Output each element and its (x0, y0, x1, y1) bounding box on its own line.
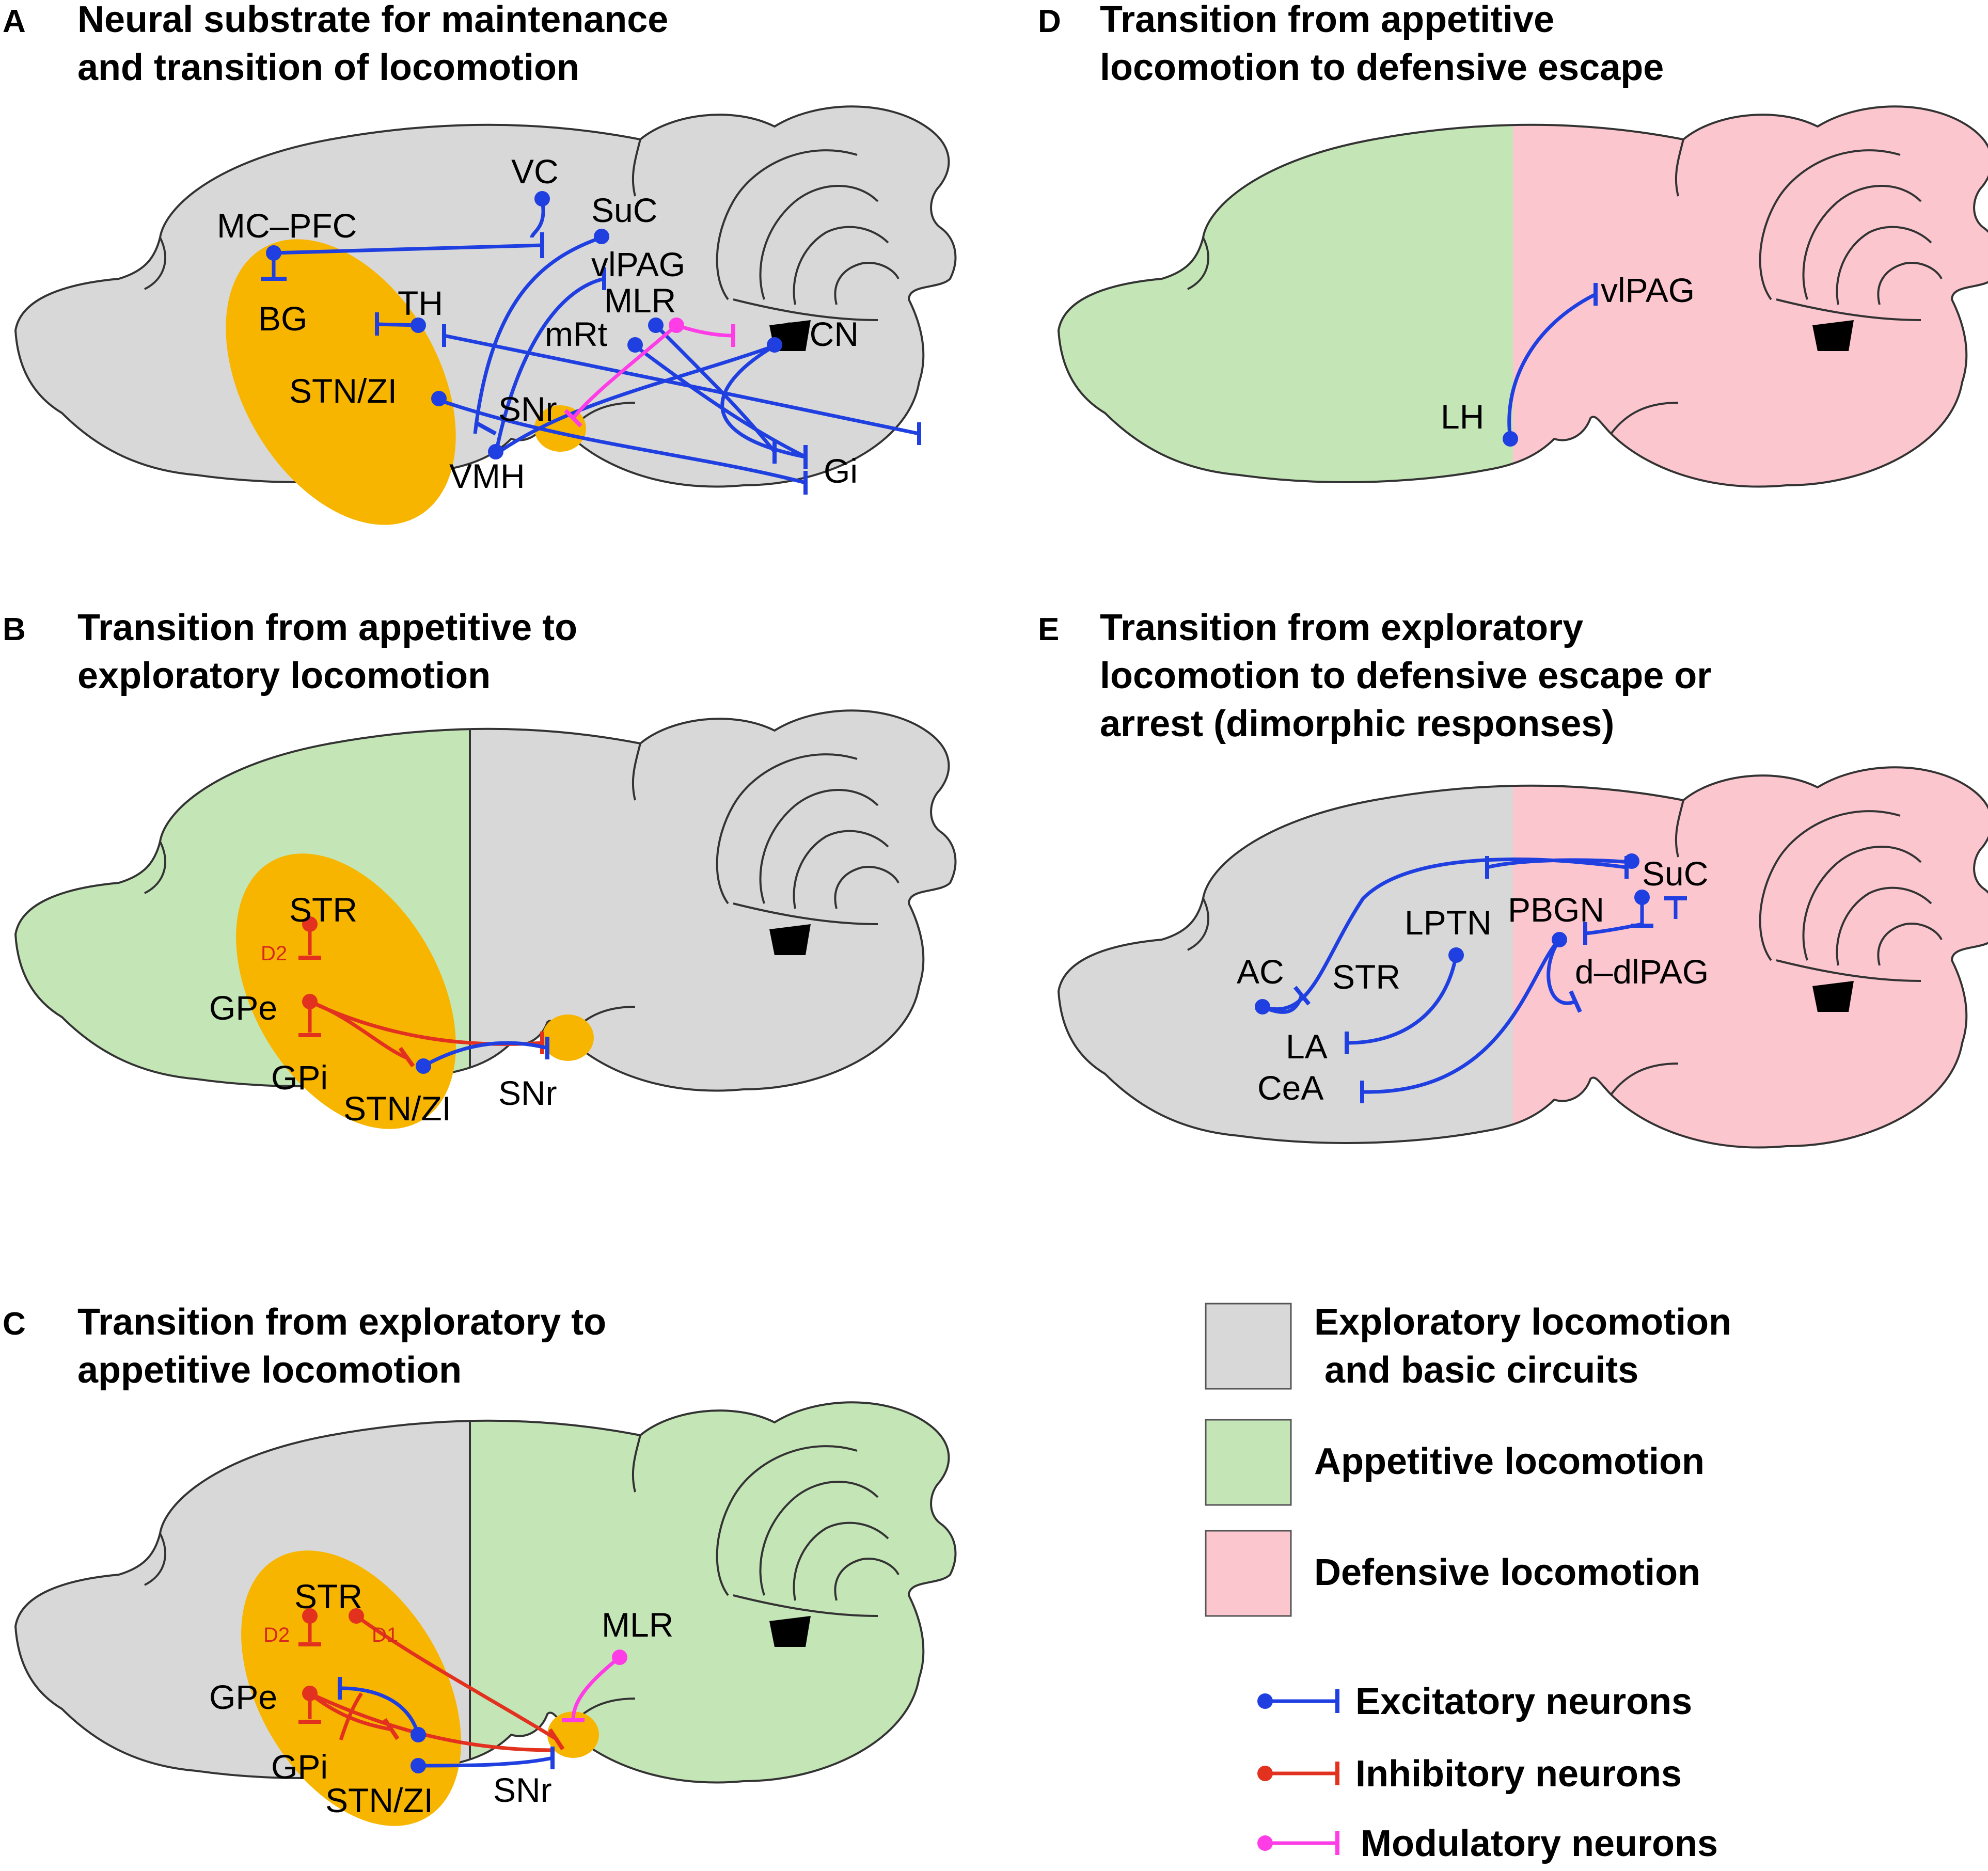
region-label: GPe (209, 989, 277, 1027)
region-label: vlPAG (591, 245, 685, 283)
region-label: BG (258, 299, 307, 338)
region-label: LPTN (1405, 903, 1492, 942)
pathway (572, 324, 678, 420)
pathway (720, 344, 806, 459)
panel-e: E Transition from exploratory locomotion… (1038, 607, 1988, 1149)
region-label: GPi (271, 1748, 328, 1786)
pathway (444, 334, 920, 436)
panel-b: B Transition from appetitive to explorat… (3, 607, 957, 1129)
region-label: SNr (493, 1771, 552, 1809)
basal-ganglia-region (226, 239, 456, 525)
panel-letter: B (3, 612, 26, 647)
legend-label: Inhibitory neurons (1355, 1753, 1682, 1795)
region-label: DCN (785, 315, 859, 353)
panel-letter: A (3, 4, 26, 39)
legend-label: Exploratory locomotion (1314, 1302, 1731, 1343)
region-label: STR (289, 891, 357, 929)
region-label: GPi (271, 1058, 328, 1097)
region-label: MC–PFC (217, 207, 357, 245)
legend-swatch-defensive (1205, 1530, 1292, 1617)
region-label: STN/ZI (343, 1089, 451, 1128)
brain-diagram (14, 709, 957, 1129)
region-label: TH (398, 284, 443, 322)
legend-swatch-appetitive (1205, 1419, 1292, 1506)
region-label: SuC (591, 191, 657, 229)
panel-title-line: Transition from appetitive (1100, 0, 1554, 40)
region-label: vlPAG (1601, 271, 1695, 309)
region-label: D1 (372, 1624, 398, 1646)
region-label: VC (511, 152, 559, 191)
panel-title-line: arrest (dimorphic responses) (1100, 703, 1614, 744)
pathway (473, 235, 603, 434)
region-label: STR (294, 1577, 362, 1615)
panel-d: D Transition from appetitive locomotion … (1038, 0, 1988, 488)
legend-excitatory: Excitatory neurons (1257, 1681, 1692, 1722)
panel-title-line: Transition from exploratory to (77, 1302, 606, 1343)
region-label: MLR (604, 281, 676, 320)
region-label: VMH (449, 457, 525, 495)
legend-label: Defensive locomotion (1314, 1552, 1700, 1593)
panel-title-line: Neural substrate for maintenance (77, 0, 668, 40)
panel-a: A Neural substrate for maintenance and t… (3, 0, 957, 525)
region-label: STN/ZI (289, 372, 397, 410)
legend-inhibitory: Inhibitory neurons (1257, 1753, 1682, 1795)
legend-label: Excitatory neurons (1355, 1681, 1692, 1722)
region-label: D2 (261, 942, 287, 965)
region-label: CeA (1257, 1069, 1323, 1107)
region-label: LA (1286, 1027, 1328, 1066)
region-label: D2 (263, 1624, 290, 1646)
region-label: GPe (209, 1678, 277, 1716)
region-label: SNr (498, 390, 557, 428)
panel-title-line: Transition from appetitive to (77, 607, 577, 648)
legend-label: Modulatory neurons (1361, 1823, 1718, 1864)
pathway (273, 243, 543, 255)
legend-swatch-exploratory (1205, 1303, 1292, 1390)
legend-label: and basic circuits (1314, 1350, 1638, 1391)
region-label: STR (1332, 958, 1400, 996)
region-label: SuC (1642, 854, 1708, 893)
pathway (438, 398, 806, 485)
region-label: d–dlPAG (1575, 953, 1709, 991)
brain-diagram (1058, 766, 1988, 1149)
region-label: LH (1441, 398, 1484, 436)
panel-c: C Transition from exploratory to appetit… (3, 1302, 957, 1826)
panel-title-line: locomotion to defensive escape (1100, 47, 1664, 88)
region-label: MLR (602, 1606, 673, 1644)
panel-letter: E (1038, 612, 1059, 647)
panel-title-line: locomotion to defensive escape or (1100, 655, 1711, 696)
region-label: Gi (824, 452, 858, 490)
legend-label: Appetitive locomotion (1314, 1441, 1705, 1482)
panel-title-line: and transition of locomotion (77, 47, 579, 88)
region-label: PBGN (1508, 891, 1604, 929)
brain-diagram (1058, 105, 1988, 488)
panel-title-line: exploratory locomotion (77, 655, 491, 696)
panel-letter: C (3, 1306, 26, 1342)
brain-diagram (14, 105, 957, 525)
legend-modulatory: Modulatory neurons (1257, 1823, 1718, 1864)
region-label: AC (1237, 953, 1284, 991)
panel-title-line: appetitive locomotion (77, 1350, 462, 1391)
pathway (494, 344, 776, 456)
region-label: STN/ZI (325, 1781, 433, 1819)
panel-letter: D (1038, 4, 1061, 39)
legend: Exploratory locomotion and basic circuit… (1205, 1302, 1731, 1864)
panel-title-line: Transition from exploratory (1100, 607, 1583, 648)
pathway (530, 201, 545, 238)
region-label: SNr (498, 1074, 557, 1112)
region-label: mRt (545, 315, 607, 353)
pathway (494, 277, 605, 455)
